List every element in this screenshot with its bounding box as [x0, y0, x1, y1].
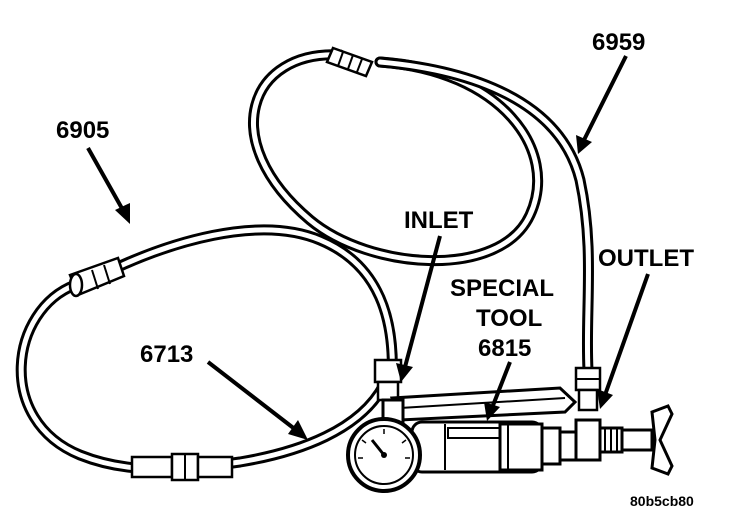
hose-6959: [248, 49, 595, 376]
pressure-gauge: [346, 417, 422, 493]
leader-arrows: [86, 55, 650, 440]
hose-6905: [89, 224, 398, 386]
label-hose-6713: 6713: [140, 341, 193, 368]
label-hose-6959: 6959: [592, 29, 645, 56]
label-special-tool-line3: 6815: [478, 335, 531, 362]
label-special-tool-line1: SPECIAL: [450, 275, 554, 302]
label-outlet: OUTLET: [598, 245, 694, 272]
label-inlet: INLET: [404, 207, 474, 234]
fitting-6905-end: [68, 256, 126, 298]
label-hose-6905: 6905: [56, 117, 109, 144]
hose-6713: [15, 279, 390, 475]
label-special-tool-line2: TOOL: [476, 305, 542, 332]
figure-id: 80b5cb80: [630, 493, 694, 509]
fitting-6959-outlet: [574, 366, 602, 412]
coupling-6713: [130, 452, 234, 482]
fitting-6959-top: [325, 46, 374, 78]
special-tool-6815: [381, 386, 674, 476]
